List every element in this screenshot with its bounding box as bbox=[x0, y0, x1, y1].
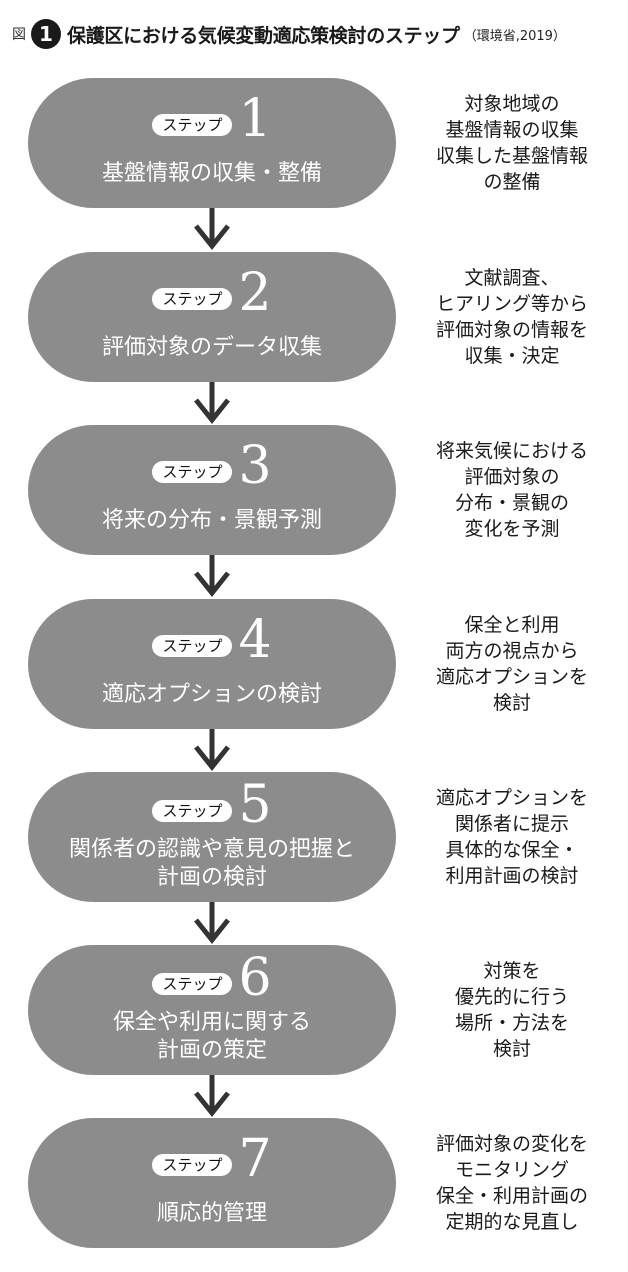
step-2-box: ステップ 2 評価対象のデータ収集 bbox=[28, 252, 396, 382]
step-badge: ステップ bbox=[152, 114, 233, 136]
step-badge: ステップ bbox=[152, 800, 233, 822]
step-title: 将来の分布・景観予測 bbox=[101, 507, 322, 533]
figure-label: 図 bbox=[12, 27, 26, 43]
step-6-box: ステップ 6 保全や利用に関する 計画の策定 bbox=[28, 945, 396, 1075]
step-number: 1 bbox=[238, 89, 272, 149]
description-text: 保全と利用 両方の視点から 適応オプションを 検討 bbox=[435, 614, 588, 714]
step-3-description: 将来気候における 評価対象の 分布・景観の 変化を予測 bbox=[406, 425, 618, 555]
down-arrow-icon bbox=[194, 555, 230, 598]
figure-number-badge: 1 bbox=[31, 19, 61, 49]
step-title: 順応的管理 bbox=[156, 1200, 267, 1226]
down-arrow-icon bbox=[194, 1075, 230, 1118]
step-3-box: ステップ 3 将来の分布・景観予測 bbox=[28, 425, 396, 555]
step-title: 評価対象のデータ収集 bbox=[101, 334, 322, 360]
step-number: 5 bbox=[238, 775, 272, 835]
figure-source: （環境省,2019） bbox=[463, 28, 566, 44]
description-text: 文献調査、 ヒアリング等から 評価対象の情報を 収集・決定 bbox=[435, 267, 588, 367]
description-text: 評価対象の変化を モニタリング 保全・利用計画の 定期的な見直し bbox=[435, 1133, 588, 1233]
step-title: 保全や利用に関する 計画の策定 bbox=[112, 1010, 311, 1063]
description-text: 対策を 優先的に行う 場所・方法を 検討 bbox=[454, 960, 569, 1060]
step-badge: ステップ bbox=[152, 1154, 233, 1176]
description-text: 対象地域の 基盤情報の収集 収集した基盤情報 の整備 bbox=[435, 93, 588, 193]
step-1-box: ステップ 1 基盤情報の収集・整備 bbox=[28, 78, 396, 208]
step-1-description: 対象地域の 基盤情報の収集 収集した基盤情報 の整備 bbox=[406, 78, 618, 208]
step-title: 関係者の認識や意見の把握と 計画の検討 bbox=[68, 837, 355, 890]
description-text: 適応オプションを 関係者に提示 具体的な保全・ 利用計画の検討 bbox=[435, 787, 588, 887]
figure-title: 保護区における気候変動適応策検討のステップ bbox=[67, 24, 460, 47]
step-5-description: 適応オプションを 関係者に提示 具体的な保全・ 利用計画の検討 bbox=[406, 772, 618, 902]
figure-header: 図 1 保護区における気候変動適応策検討のステップ （環境省,2019） bbox=[12, 14, 566, 54]
step-title: 適応オプションの検討 bbox=[101, 681, 322, 707]
step-7-box: ステップ 7 順応的管理 bbox=[28, 1118, 396, 1248]
step-4-box: ステップ 4 適応オプションの検討 bbox=[28, 599, 396, 729]
down-arrow-icon bbox=[194, 729, 230, 772]
step-number: 6 bbox=[238, 948, 272, 1008]
step-2-description: 文献調査、 ヒアリング等から 評価対象の情報を 収集・決定 bbox=[406, 252, 618, 382]
step-number: 7 bbox=[238, 1129, 272, 1189]
step-7-description: 評価対象の変化を モニタリング 保全・利用計画の 定期的な見直し bbox=[406, 1118, 618, 1248]
step-badge: ステップ bbox=[152, 288, 233, 310]
step-number: 2 bbox=[238, 263, 272, 323]
step-title: 基盤情報の収集・整備 bbox=[101, 160, 322, 186]
down-arrow-icon bbox=[194, 382, 230, 425]
description-text: 将来気候における 評価対象の 分布・景観の 変化を予測 bbox=[435, 440, 588, 540]
step-number: 4 bbox=[238, 610, 272, 670]
step-badge: ステップ bbox=[152, 461, 233, 483]
step-badge: ステップ bbox=[152, 635, 233, 657]
step-6-description: 対策を 優先的に行う 場所・方法を 検討 bbox=[406, 945, 618, 1075]
down-arrow-icon bbox=[194, 902, 230, 945]
step-number: 3 bbox=[238, 436, 272, 496]
down-arrow-icon bbox=[194, 208, 230, 251]
step-badge: ステップ bbox=[152, 973, 233, 995]
step-5-box: ステップ 5 関係者の認識や意見の把握と 計画の検討 bbox=[28, 772, 396, 902]
step-4-description: 保全と利用 両方の視点から 適応オプションを 検討 bbox=[406, 599, 618, 729]
